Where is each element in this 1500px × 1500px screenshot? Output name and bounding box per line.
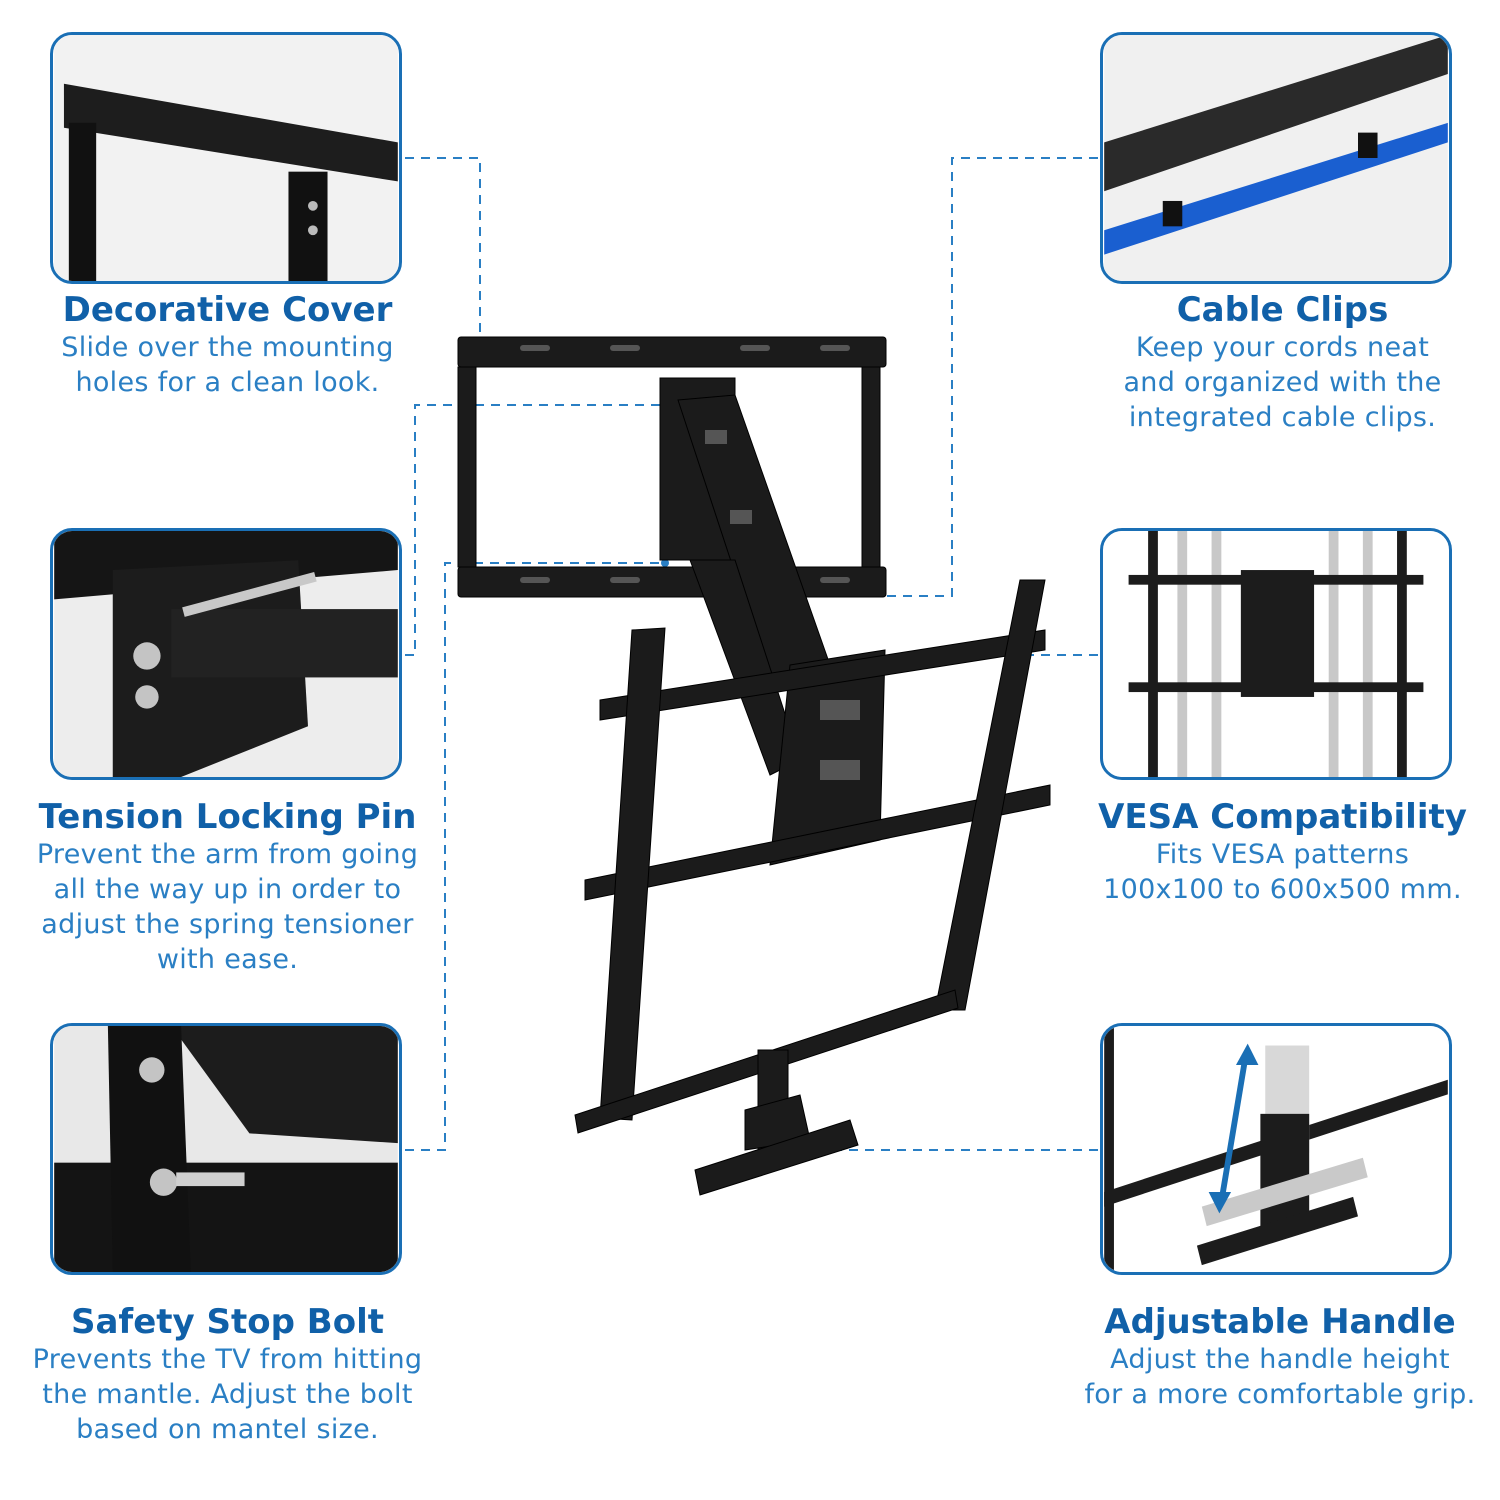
feature-description: Fits VESA patterns 100x100 to 600x500 mm… xyxy=(1103,839,1462,905)
tension-locking-pin-photo xyxy=(50,528,402,780)
feature-title: VESA Compatibility xyxy=(1098,797,1467,837)
feature-title: Decorative Cover xyxy=(62,290,393,330)
feature-tension-locking-pin: Tension Locking Pin Prevent the arm from… xyxy=(15,797,440,977)
safety-stop-bolt-photo xyxy=(50,1023,402,1275)
leader-safety-bolt xyxy=(405,562,665,1151)
vesa-compatibility-photo xyxy=(1100,528,1452,780)
feature-description: Prevent the arm from going all the way u… xyxy=(36,839,419,975)
decorative-cover-photo xyxy=(50,32,402,284)
feature-title: Safety Stop Bolt xyxy=(71,1302,384,1342)
adjustable-handle-image xyxy=(1104,1026,1448,1272)
leader-decorative-cover xyxy=(405,157,481,345)
feature-title: Cable Clips xyxy=(1176,290,1389,330)
feature-decorative-cover: Decorative Cover Slide over the mounting… xyxy=(30,290,425,400)
feature-title: Tension Locking Pin xyxy=(38,797,417,837)
vesa-compatibility-image xyxy=(1104,531,1448,777)
cable-clips-image xyxy=(1104,35,1448,281)
feature-vesa-compatibility: VESA Compatibility Fits VESA patterns 10… xyxy=(1080,797,1485,907)
feature-description: Prevents the TV from hitting the mantle.… xyxy=(32,1344,423,1445)
feature-description: Slide over the mounting holes for a clea… xyxy=(61,332,394,398)
tension-locking-pin-image xyxy=(54,531,398,777)
adjustable-handle-photo xyxy=(1100,1023,1452,1275)
decorative-cover-image xyxy=(54,35,398,281)
feature-title: Adjustable Handle xyxy=(1104,1302,1456,1342)
leader-tension-pin xyxy=(405,404,665,656)
safety-stop-bolt-image xyxy=(54,1026,398,1272)
cable-clips-photo xyxy=(1100,32,1452,284)
feature-description: Adjust the handle height for a more comf… xyxy=(1084,1344,1476,1410)
feature-adjustable-handle: Adjustable Handle Adjust the handle heig… xyxy=(1065,1302,1495,1412)
feature-description: Keep your cords neat and organized with … xyxy=(1123,332,1442,433)
feature-cable-clips: Cable Clips Keep your cords neat and org… xyxy=(1085,290,1480,435)
feature-safety-stop-bolt: Safety Stop Bolt Prevents the TV from hi… xyxy=(10,1302,445,1447)
